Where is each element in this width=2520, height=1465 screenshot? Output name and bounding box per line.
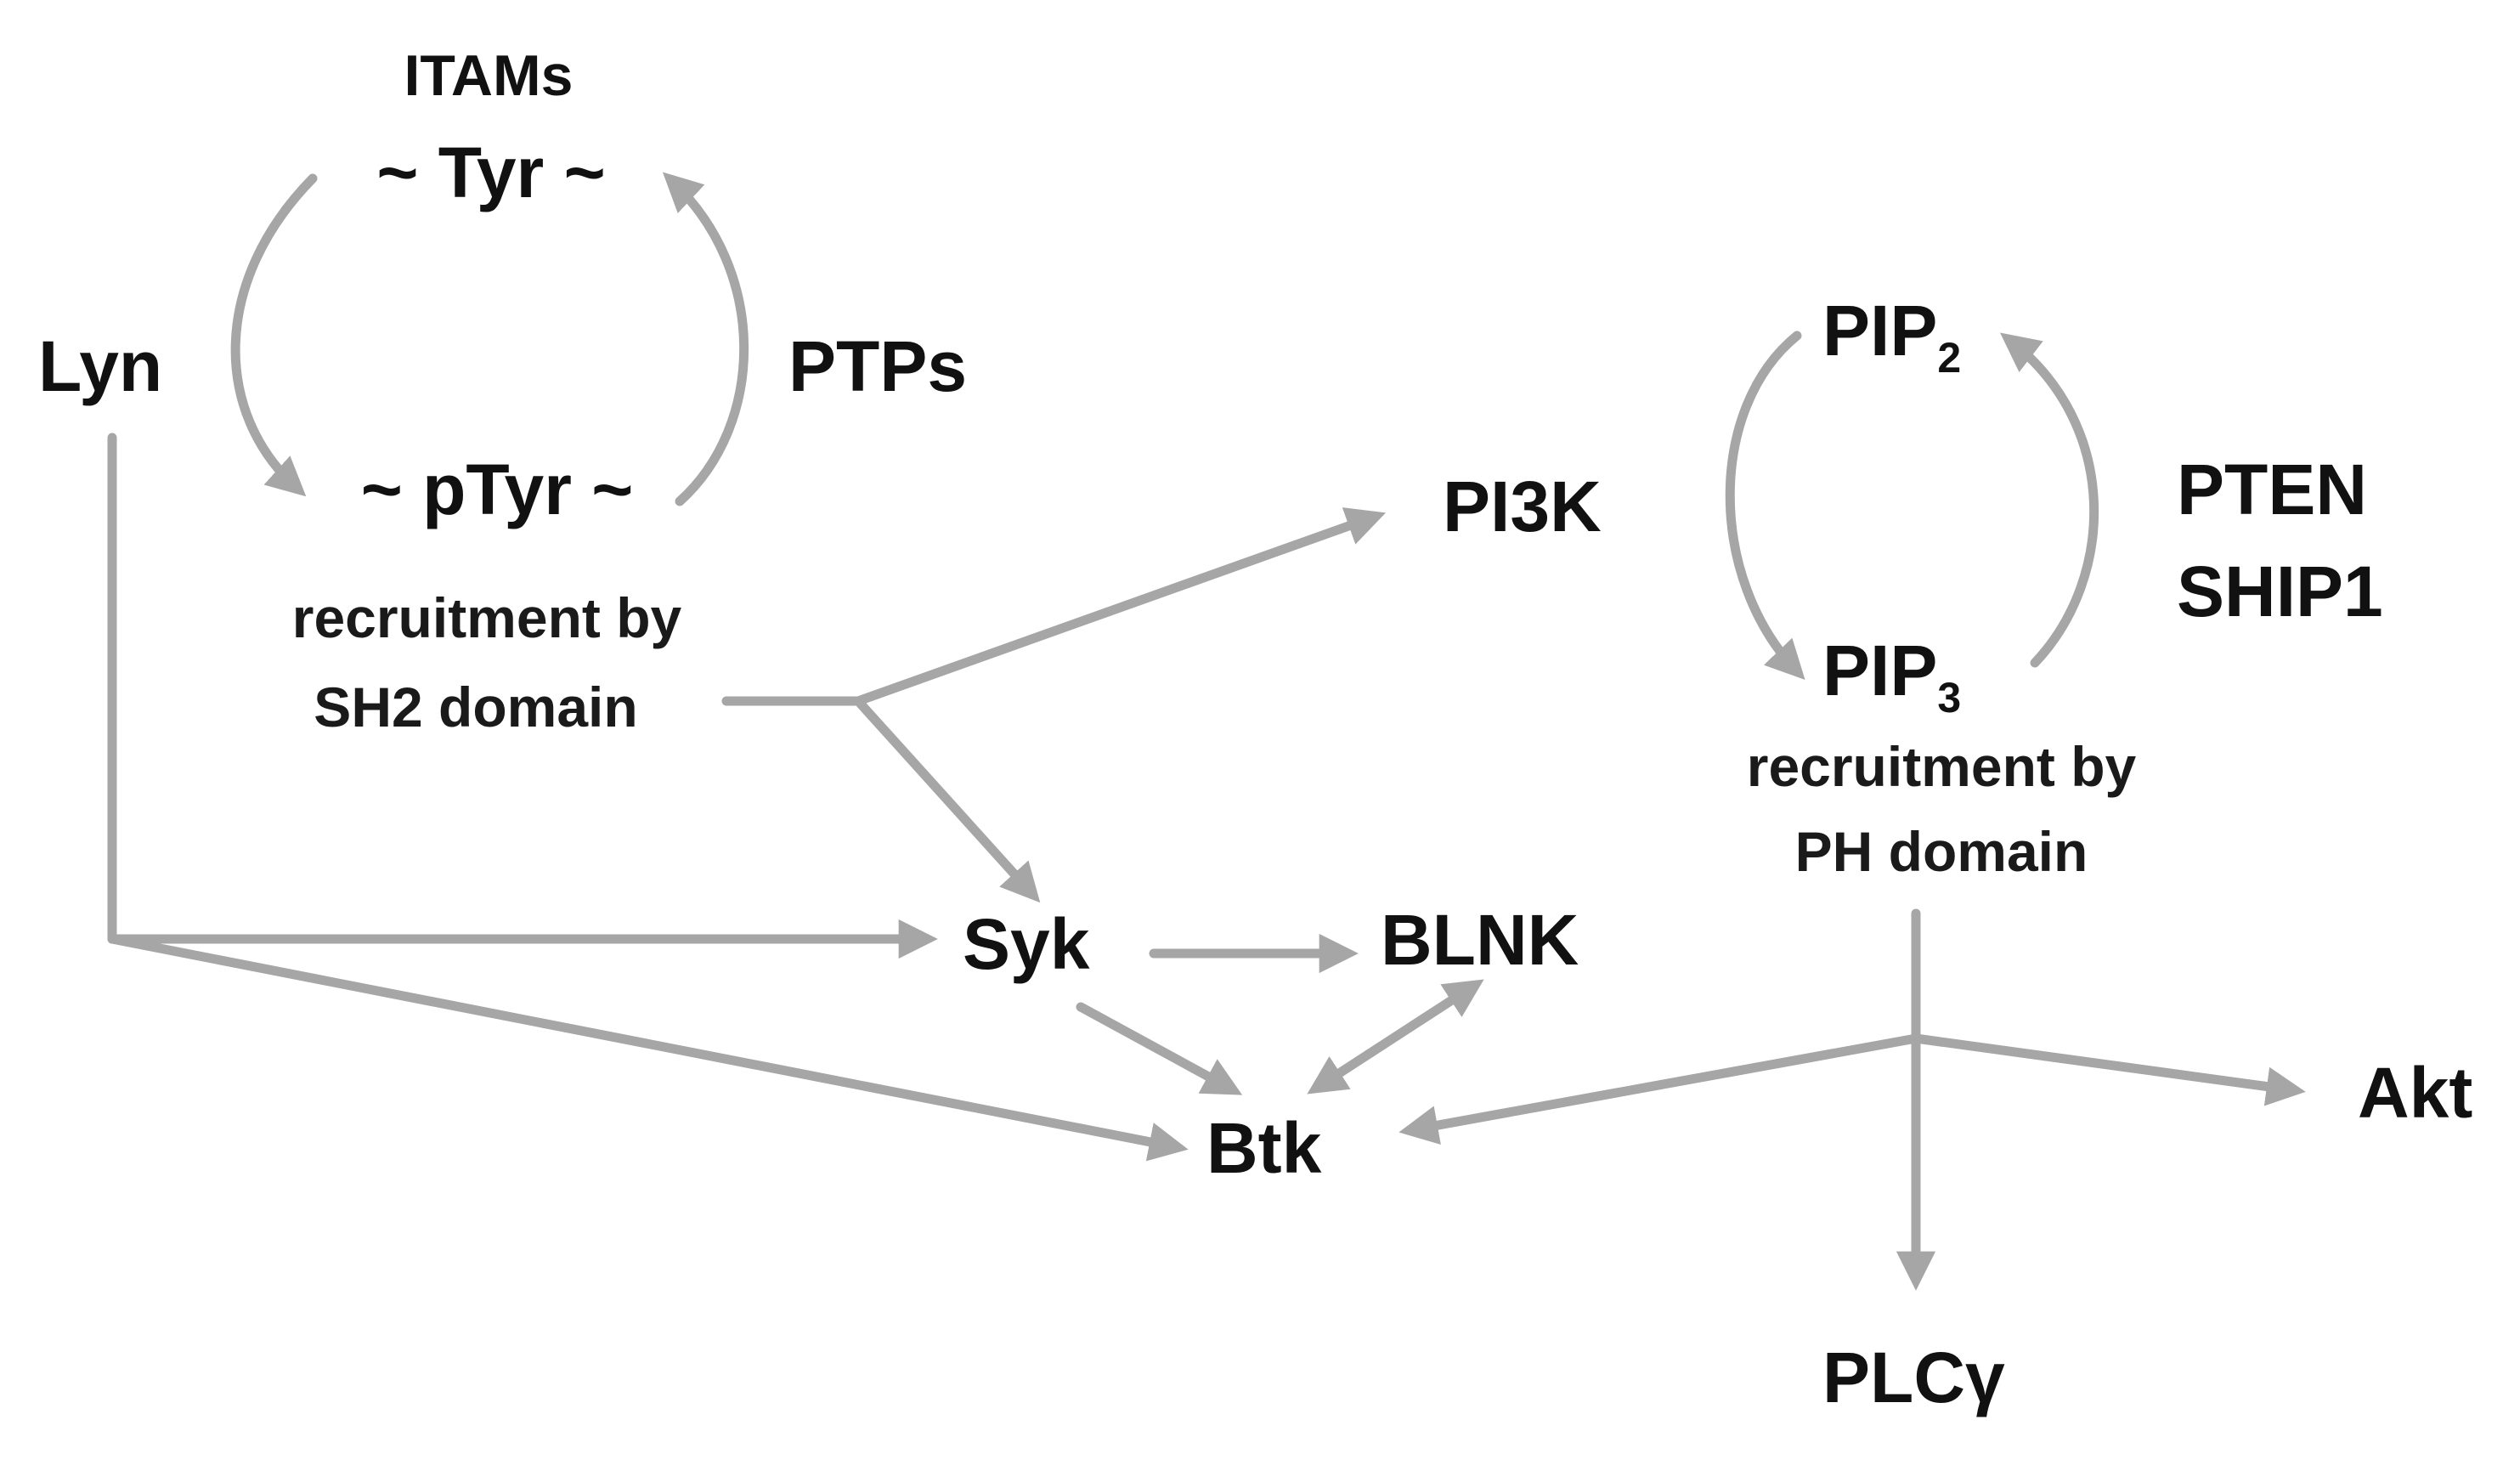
ptps-label: PTPs xyxy=(788,326,967,406)
edges xyxy=(107,172,2306,1291)
lyn-label: Lyn xyxy=(38,326,162,406)
arrow-ph-to-akt xyxy=(1911,1033,2306,1106)
arrow-sh2-to-pi3k xyxy=(853,507,1387,706)
labels: ITAMs ~ Tyr ~ ~ pTyr ~ Lyn PTPs recruitm… xyxy=(38,43,2472,1417)
arrow-blnk-btk-bidirectional xyxy=(1307,979,1484,1095)
plcg-label: PLCγ xyxy=(1822,1338,2005,1417)
arrow-syk-to-btk xyxy=(1076,1002,1243,1095)
akt-label: Akt xyxy=(2358,1053,2472,1133)
recruitment-sh2-line2: SH2 domain xyxy=(314,676,637,738)
pip2-label: PIP2 xyxy=(1822,291,1961,382)
arrow-lyn-to-btk xyxy=(107,934,1189,1162)
pi3k-label: PI3K xyxy=(1443,467,1602,546)
blnk-label: BLNK xyxy=(1381,900,1579,980)
pip3-label: PIP3 xyxy=(1822,631,1961,721)
recruitment-ph-line1: recruitment by xyxy=(1747,735,2137,798)
arrow-pip2-to-pip3 xyxy=(1725,331,1805,681)
syk-label: Syk xyxy=(963,904,1090,984)
arrow-pip3-to-pip2 xyxy=(2000,332,2099,668)
pten-label: PTEN xyxy=(2177,450,2367,529)
tyr-label: ~ Tyr ~ xyxy=(376,133,605,212)
ship1-label: SHIP1 xyxy=(2177,551,2383,631)
btk-label: Btk xyxy=(1206,1108,1322,1188)
itams-label: ITAMs xyxy=(404,43,573,108)
ptyr-label: ~ pTyr ~ xyxy=(361,450,634,529)
arrow-sh2-to-syk xyxy=(853,696,1041,903)
arrow-ph-to-btk xyxy=(1398,1033,1921,1145)
recruitment-sh2-line1: recruitment by xyxy=(292,586,682,649)
arrow-tyr-to-ptyr xyxy=(230,173,318,497)
arrow-ptyr-to-tyr xyxy=(662,172,749,506)
recruitment-ph-line2: PH domain xyxy=(1795,820,2088,883)
